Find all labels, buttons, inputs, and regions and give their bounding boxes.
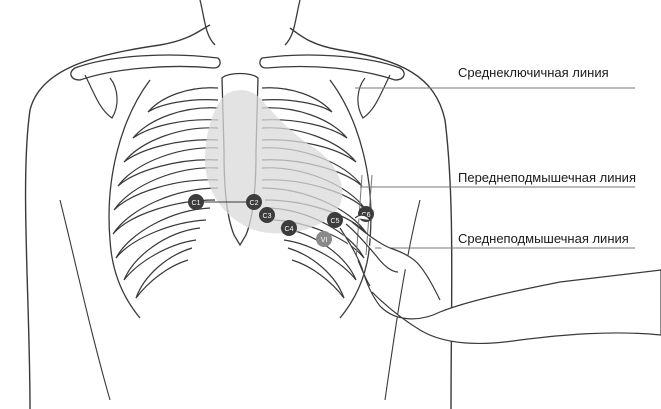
electrode-c5: C5 <box>327 212 343 228</box>
electrode-c4: C4 <box>281 220 297 236</box>
electrode-c2: C2 <box>246 194 262 210</box>
electrode-c3-label: C3 <box>263 213 272 220</box>
right-clavicle <box>260 55 404 80</box>
right-shoulder-bone <box>358 75 390 118</box>
electrode-c1: C1 <box>188 194 204 210</box>
mid-axillary-line-label: Среднеподмышечная линия <box>458 231 629 246</box>
electrode-v-label: VI <box>321 237 328 244</box>
electrode-v: VI <box>316 231 332 247</box>
electrode-c6: C6 <box>358 206 374 222</box>
electrode-c1-label: C1 <box>192 200 201 207</box>
electrode-c4-label: C4 <box>285 226 294 233</box>
electrode-c2-label: C2 <box>250 200 259 207</box>
left-shoulder-bone <box>85 75 117 118</box>
electrode-c3: C3 <box>259 207 275 223</box>
left-ribs <box>113 88 218 298</box>
midclavicular-line-label: Среднеключичная линия <box>458 65 609 80</box>
anterior-axillary-line-label: Переднеподмышечная линия <box>458 170 636 185</box>
electrode-c5-label: C5 <box>331 218 340 225</box>
neck-outline <box>200 0 300 45</box>
